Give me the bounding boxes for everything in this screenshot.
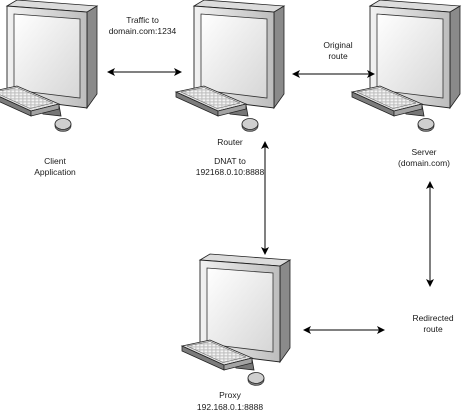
router-proxy-connector (261, 141, 269, 255)
router-label: Router (217, 137, 243, 147)
original-route-label: Original route (308, 40, 368, 62)
redirected-route-label: Redirected route (398, 313, 468, 335)
original-route-line-2: route (328, 51, 348, 61)
proxy-label: Proxy (219, 390, 241, 400)
traffic-label-line-1: Traffic to (126, 15, 159, 25)
traffic-label-line-2: domain.com:1234 (108, 26, 177, 36)
dnat-label-line-2: 192168.0.10:8888 (195, 167, 265, 177)
proxy-redirect-connector (303, 326, 385, 334)
dnat-label-line-1: DNAT to (214, 156, 246, 166)
proxy-address-label: 192.168.0.1:8888 (196, 402, 264, 412)
server-redirect-connector (426, 181, 434, 287)
server-label-line-1: Server (411, 147, 437, 157)
traffic-label: Traffic to domain.com:1234 (95, 15, 190, 37)
redirected-route-line-1: Redirected (412, 313, 454, 323)
server-computer-icon (351, 0, 461, 132)
client-label-line-1: Client (44, 156, 66, 166)
client-router-connector (107, 68, 182, 76)
server-label-line-2: (domain.com) (398, 158, 450, 168)
server-label: Server (domain.com) (384, 147, 464, 169)
redirected-route-line-2: route (423, 324, 443, 334)
original-route-line-1: Original (323, 40, 353, 50)
router-server-connector (292, 70, 375, 78)
proxy-computer-icon (181, 253, 291, 386)
router-computer-icon (175, 0, 285, 132)
client-label: Client Application (20, 156, 90, 178)
client-label-line-2: Application (34, 167, 76, 177)
client-computer-icon (0, 0, 98, 132)
dnat-label: DNAT to 192168.0.10:8888 (180, 156, 280, 178)
